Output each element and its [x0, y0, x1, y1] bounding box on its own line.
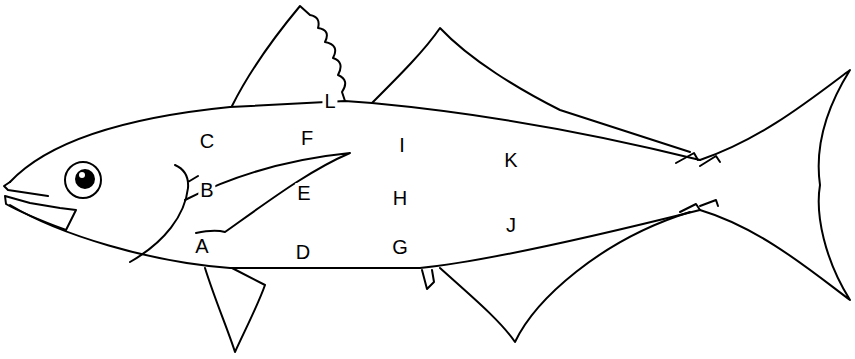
- eye-highlight: [79, 172, 85, 178]
- pelvic-fin: [205, 268, 265, 352]
- part-label: A: [193, 236, 210, 256]
- part-label: H: [391, 188, 409, 208]
- caudal-fin: [700, 70, 850, 300]
- mouth: [4, 182, 48, 196]
- gill-cover: [130, 165, 198, 262]
- anal-fin: [440, 212, 690, 342]
- body-back: [10, 101, 700, 182]
- lower-jaw: [5, 196, 76, 230]
- part-label: C: [198, 131, 216, 151]
- anal-spines: [422, 270, 434, 289]
- pectoral-fin: [185, 153, 350, 233]
- part-label: J: [504, 215, 518, 235]
- part-label: K: [502, 150, 519, 170]
- eye: [65, 162, 101, 198]
- part-label: B: [198, 180, 215, 200]
- part-label: F: [299, 128, 315, 148]
- body-belly: [10, 205, 700, 268]
- pupil: [76, 170, 94, 188]
- part-label: L: [322, 91, 337, 111]
- part-label: I: [397, 135, 407, 155]
- part-label: G: [390, 237, 410, 257]
- part-label: D: [294, 242, 312, 262]
- part-label: E: [295, 183, 312, 203]
- second-dorsal-fin: [372, 28, 690, 152]
